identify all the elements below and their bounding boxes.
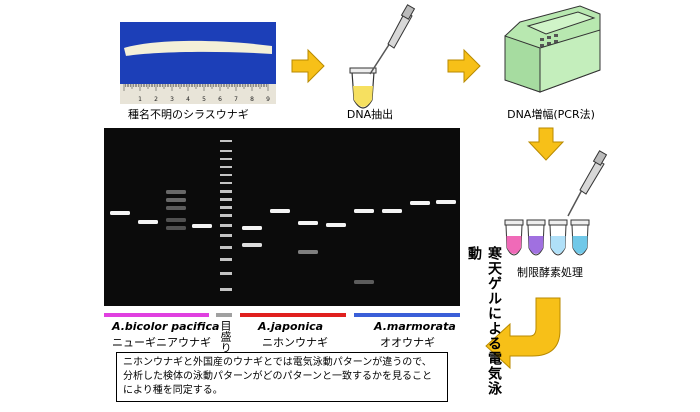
restriction-tube-icon — [526, 219, 546, 256]
ladder-band — [220, 198, 232, 201]
restriction-label: 制限酵素処理 — [517, 266, 583, 279]
extraction-tube-icon — [349, 67, 377, 109]
species-bar-marmorata — [354, 313, 460, 317]
ruler-number: 7 — [234, 96, 238, 103]
ruler-number: 4 — [186, 96, 190, 103]
gel-band — [242, 226, 262, 230]
marker-label: 目盛り — [219, 320, 232, 353]
species-jp-marmorata: オオウナギ — [380, 336, 435, 349]
ladder-band — [220, 206, 232, 209]
arrow-3 — [527, 127, 565, 161]
ladder-band — [220, 166, 232, 168]
electrophoresis-label: 寒天ゲルによる電気泳動 — [466, 246, 502, 396]
gel-band — [354, 209, 374, 213]
arrow-2 — [447, 48, 481, 84]
ruler-number: 5 — [202, 96, 206, 103]
ruler-number: 1 — [138, 96, 142, 103]
ladder-band — [220, 182, 232, 184]
restriction-tube-icon — [570, 219, 590, 256]
species-bar-japonica — [240, 313, 346, 317]
species-bar-bicolor — [104, 313, 209, 317]
ladder-band — [220, 258, 232, 261]
gel-band — [242, 243, 262, 247]
gel-image — [104, 128, 460, 306]
arrow-1 — [291, 48, 325, 84]
eel-photo: 1 2 3 4 5 6 7 8 9 — [120, 22, 276, 104]
arrow-back-curved — [485, 297, 561, 370]
ladder-band — [220, 288, 232, 291]
dna-amplification-label: DNA増幅(PCR法) — [507, 108, 595, 121]
ladder-band — [220, 174, 232, 176]
gel-band — [138, 220, 158, 224]
gel-band — [166, 218, 186, 222]
gel-band — [110, 211, 130, 215]
gel-band — [166, 190, 186, 194]
pipette-2-icon — [567, 150, 608, 217]
pipette-icon — [369, 4, 416, 75]
ladder-band — [220, 214, 232, 217]
ladder-band — [220, 234, 232, 237]
dna-extraction-label: DNA抽出 — [346, 108, 394, 121]
ruler-number: 8 — [250, 96, 254, 103]
gel-band — [298, 250, 318, 254]
explanation-note: ニホンウナギと外国産のウナギとでは電気泳動パターンが違うので、分析した検体の泳動… — [116, 352, 448, 402]
restriction-tube-icon — [504, 219, 524, 256]
sample-label: 種名不明のシラスウナギ — [128, 108, 249, 121]
ruler-number: 9 — [266, 96, 270, 103]
gel-band — [270, 209, 290, 213]
gel-band — [192, 224, 212, 228]
restriction-tube-icon — [548, 219, 568, 256]
ladder-band — [220, 246, 232, 249]
ladder-band — [220, 272, 232, 275]
species-latin-bicolor: A.bicolor pacifica — [112, 320, 220, 333]
marker-bar — [216, 313, 232, 317]
ladder-band — [220, 150, 232, 152]
gel-band — [166, 198, 186, 202]
ruler: 1 2 3 4 5 6 7 8 9 — [123, 84, 270, 103]
ruler-number: 3 — [170, 96, 174, 103]
gel-band — [166, 226, 186, 230]
ladder-band — [220, 224, 232, 227]
gel-band — [298, 221, 318, 225]
pcr-machine-icon — [504, 5, 601, 93]
ruler-number: 2 — [154, 96, 158, 103]
gel-band — [326, 223, 346, 227]
ruler-number: 6 — [218, 96, 222, 103]
ladder-band — [220, 190, 232, 193]
gel-band — [410, 201, 430, 205]
restriction-tubes — [504, 219, 590, 256]
gel-band — [354, 280, 374, 284]
species-latin-japonica: A.japonica — [258, 320, 324, 333]
ladder-band — [220, 158, 232, 160]
gel-band — [382, 209, 402, 213]
ladder-band — [220, 140, 232, 142]
species-jp-japonica: ニホンウナギ — [262, 336, 328, 349]
gel-band — [166, 206, 186, 210]
species-latin-marmorata: A.marmorata — [374, 320, 456, 333]
gel-band — [436, 200, 456, 204]
species-jp-bicolor: ニューギニアウナギ — [112, 336, 211, 349]
